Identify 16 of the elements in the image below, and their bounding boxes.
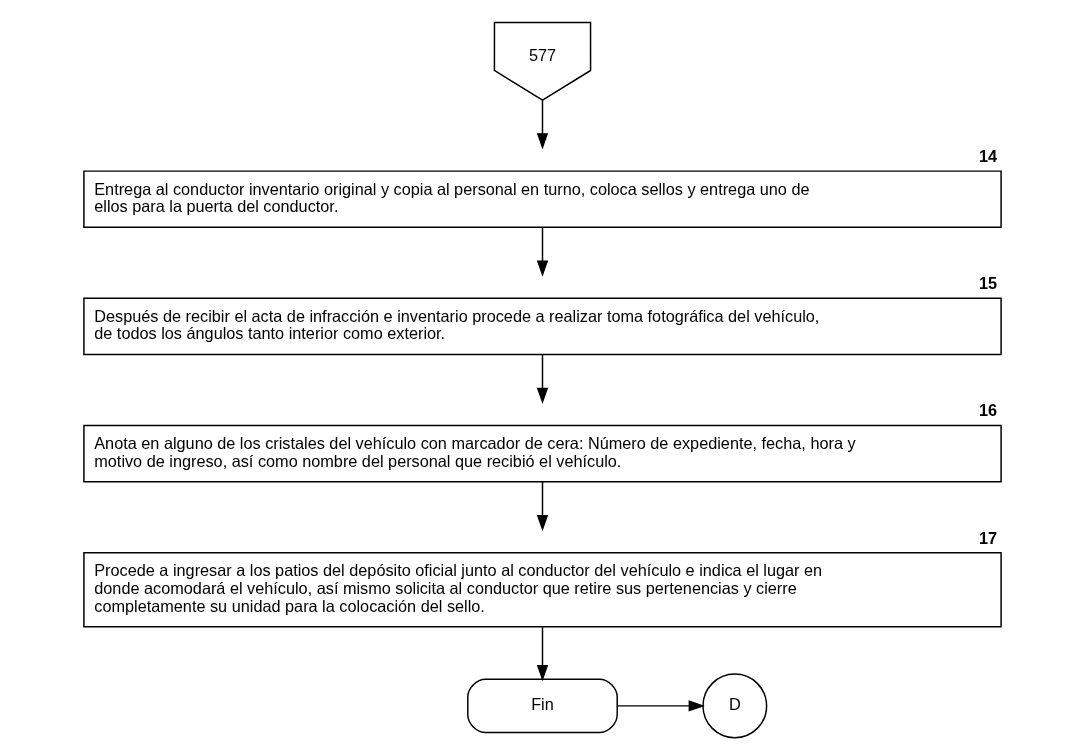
node-label: 15 (978, 274, 997, 293)
node-label: 16 (978, 401, 997, 420)
arrow (536, 626, 548, 682)
node-box: Entrega al conductor inventario original y copia al personal en turno, coloca sellos y entrega uno de ellos para la puerta del conductor. (82, 170, 1002, 229)
node-box: Después de recibir el acta de infracción e inventario procede a realizar toma fotográfica del vehículo, de todos los ángulos tanto interior como exterior. (82, 297, 1002, 356)
node-circle: D (701, 673, 767, 739)
arrow (536, 99, 548, 150)
node-box: Fin (466, 678, 618, 734)
node-box: Procede a ingresar a los patios del depósito oficial junto al conductor del vehículo e indica el lugar en donde acomodará el vehículo, así mismo solicita al conductor que retire sus pertenencias y cierre completamente su unidad para la colocación del sello. (82, 552, 1002, 628)
arrow (616, 700, 705, 712)
node-box: Anota en alguno de los cristales del vehículo con marcador de cera: Número de expediente, fecha, hora y motivo de ingreso, así como nombre del personal que recibió el vehículo. (82, 424, 1002, 483)
arrow (536, 226, 548, 277)
arrow (536, 481, 548, 532)
node-label: 14 (978, 146, 997, 165)
arrow (536, 354, 548, 404)
node-label: 17 (978, 528, 997, 547)
